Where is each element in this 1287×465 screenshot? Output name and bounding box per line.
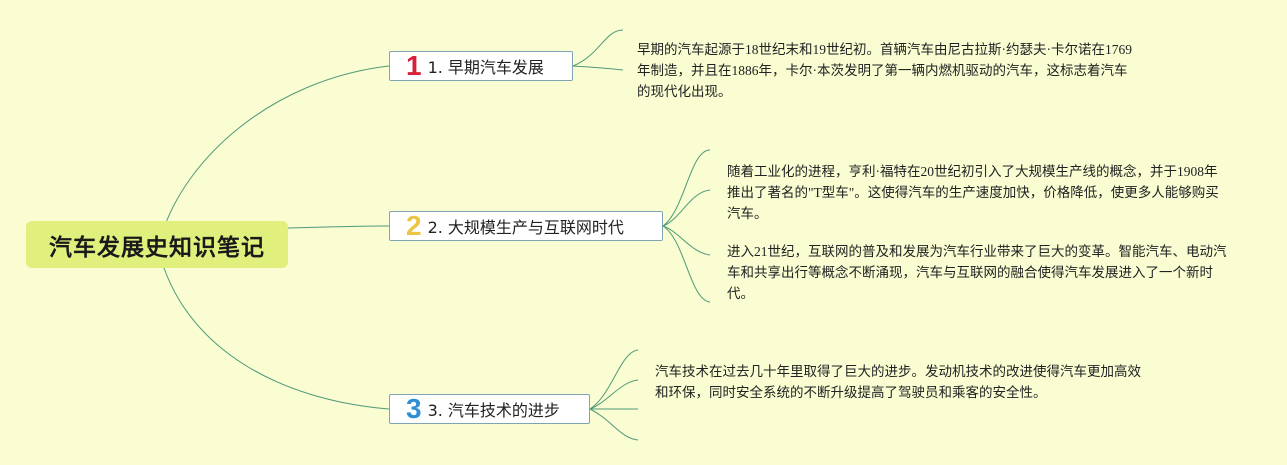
branch-early-cars[interactable]: 1 1. 早期汽车发展 xyxy=(389,51,573,81)
note-tech-progress[interactable]: 汽车技术在过去几十年里取得了巨大的进步。发动机技术的改进使得汽车更加高效和环保，… xyxy=(655,364,1141,400)
root-title: 汽车发展史知识笔记 xyxy=(49,234,265,261)
connector-branch-1-mid xyxy=(572,65,624,71)
number-1-icon: 1 xyxy=(406,50,422,81)
branch-mass-production[interactable]: 2 2. 大规模生产与互联网时代 xyxy=(389,211,663,241)
branch-label: 2. 大规模生产与互联网时代 xyxy=(427,218,624,237)
number-2-icon: 2 xyxy=(406,210,422,241)
connector-root-branch-2 xyxy=(287,225,390,229)
connector-branch-2-c xyxy=(662,225,711,256)
connector-branch-2-b xyxy=(662,189,711,227)
connector-root-branch-3 xyxy=(161,261,390,410)
connector-branch-1-top xyxy=(572,29,624,67)
branch-label: 3. 汽车技术的进步 xyxy=(427,401,560,420)
connector-root-branch-1 xyxy=(161,65,390,235)
connector-branch-2-d xyxy=(662,225,711,303)
number-3-icon: 3 xyxy=(406,393,422,424)
branch-label: 1. 早期汽车发展 xyxy=(427,58,544,77)
connector-branch-3-b xyxy=(589,379,639,410)
note-early-cars[interactable]: 早期的汽车起源于18世纪末和19世纪初。首辆汽车由尼古拉斯·约瑟夫·卡尔诺在17… xyxy=(637,42,1132,99)
connector-branch-3-a xyxy=(589,349,639,410)
note-internet-era[interactable]: 进入21世纪，互联网的普及和发展为汽车行业带来了巨大的变革。智能汽车、电动汽车和… xyxy=(727,244,1227,301)
branch-tech-progress[interactable]: 3 3. 汽车技术的进步 xyxy=(389,394,590,424)
connector-branch-3-d xyxy=(589,408,639,441)
connector-branch-2-a xyxy=(662,149,711,227)
root-topic[interactable]: 汽车发展史知识笔记 xyxy=(26,221,288,268)
note-mass-production[interactable]: 随着工业化的进程，亨利·福特在20世纪初引入了大规模生产线的概念，并于1908年… xyxy=(727,164,1219,221)
